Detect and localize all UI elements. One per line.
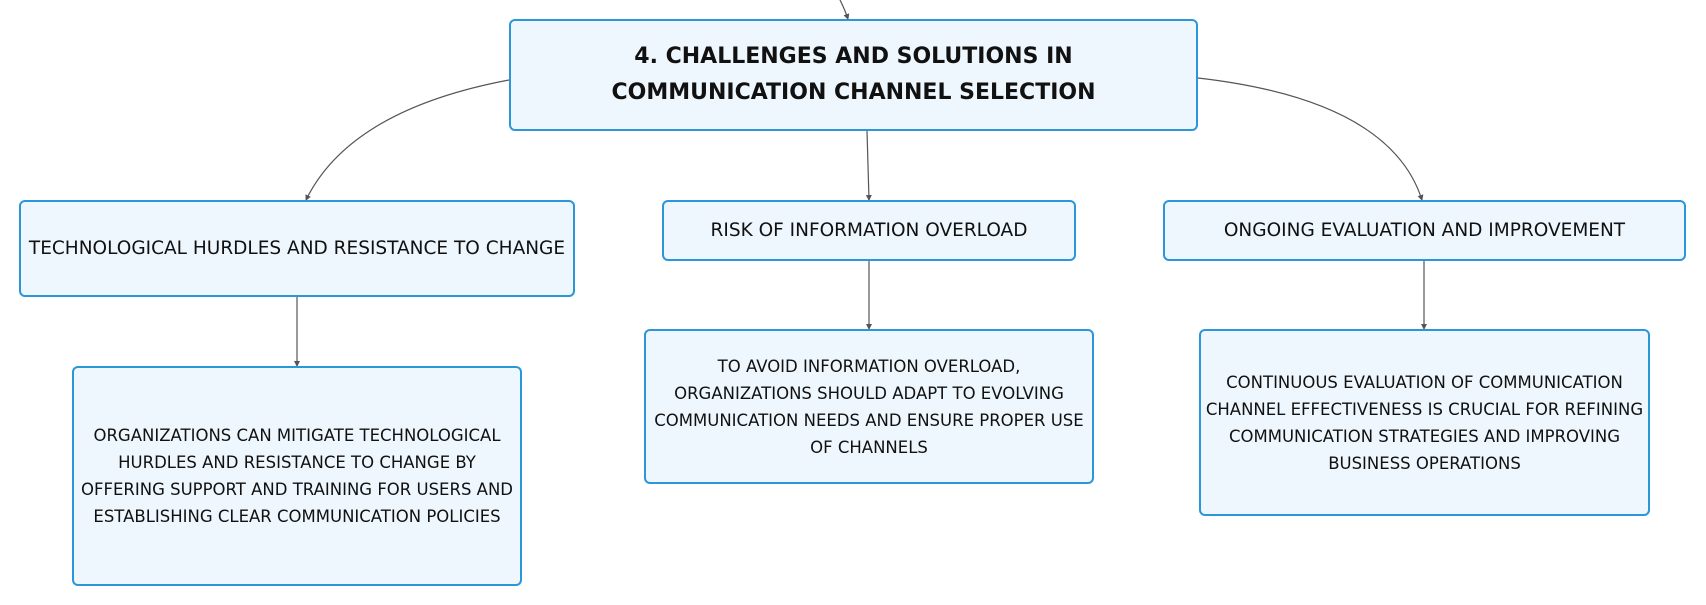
- connector-parent-to-root: [839, 0, 850, 20]
- detail-node-ongoing-evaluation[interactable]: CONTINUOUS EVALUATION OF COMMUNICATION C…: [1199, 329, 1650, 516]
- topic-node-label: TECHNOLOGICAL HURDLES AND RESISTANCE TO …: [28, 237, 566, 259]
- root-node[interactable]: 4. CHALLENGES AND SOLUTIONS IN COMMUNICA…: [509, 19, 1198, 131]
- detail-node-text: CONTINUOUS EVALUATION OF COMMUNICATION C…: [1205, 372, 1644, 473]
- connector-root-to-tech: [305, 79, 510, 201]
- root-node-label: 4. CHALLENGES AND SOLUTIONS IN COMMUNICA…: [611, 44, 1096, 105]
- detail-node-information-overload[interactable]: TO AVOID INFORMATION OVERLOAD, ORGANIZAT…: [644, 329, 1094, 484]
- connector-root-to-risk: [865, 130, 872, 201]
- topic-node-information-overload[interactable]: RISK OF INFORMATION OVERLOAD: [662, 200, 1076, 261]
- detail-node-technological-hurdles[interactable]: ORGANIZATIONS CAN MITIGATE TECHNOLOGICAL…: [72, 366, 522, 586]
- detail-node-text: ORGANIZATIONS CAN MITIGATE TECHNOLOGICAL…: [81, 426, 513, 526]
- topic-node-label: RISK OF INFORMATION OVERLOAD: [710, 219, 1028, 241]
- topic-node-ongoing-evaluation[interactable]: ONGOING EVALUATION AND IMPROVEMENT: [1163, 200, 1686, 261]
- connector-root-to-eval: [1197, 77, 1424, 201]
- detail-node-text: TO AVOID INFORMATION OVERLOAD, ORGANIZAT…: [654, 356, 1084, 457]
- topic-node-label: ONGOING EVALUATION AND IMPROVEMENT: [1223, 219, 1626, 241]
- topic-node-technological-hurdles[interactable]: TECHNOLOGICAL HURDLES AND RESISTANCE TO …: [19, 200, 575, 297]
